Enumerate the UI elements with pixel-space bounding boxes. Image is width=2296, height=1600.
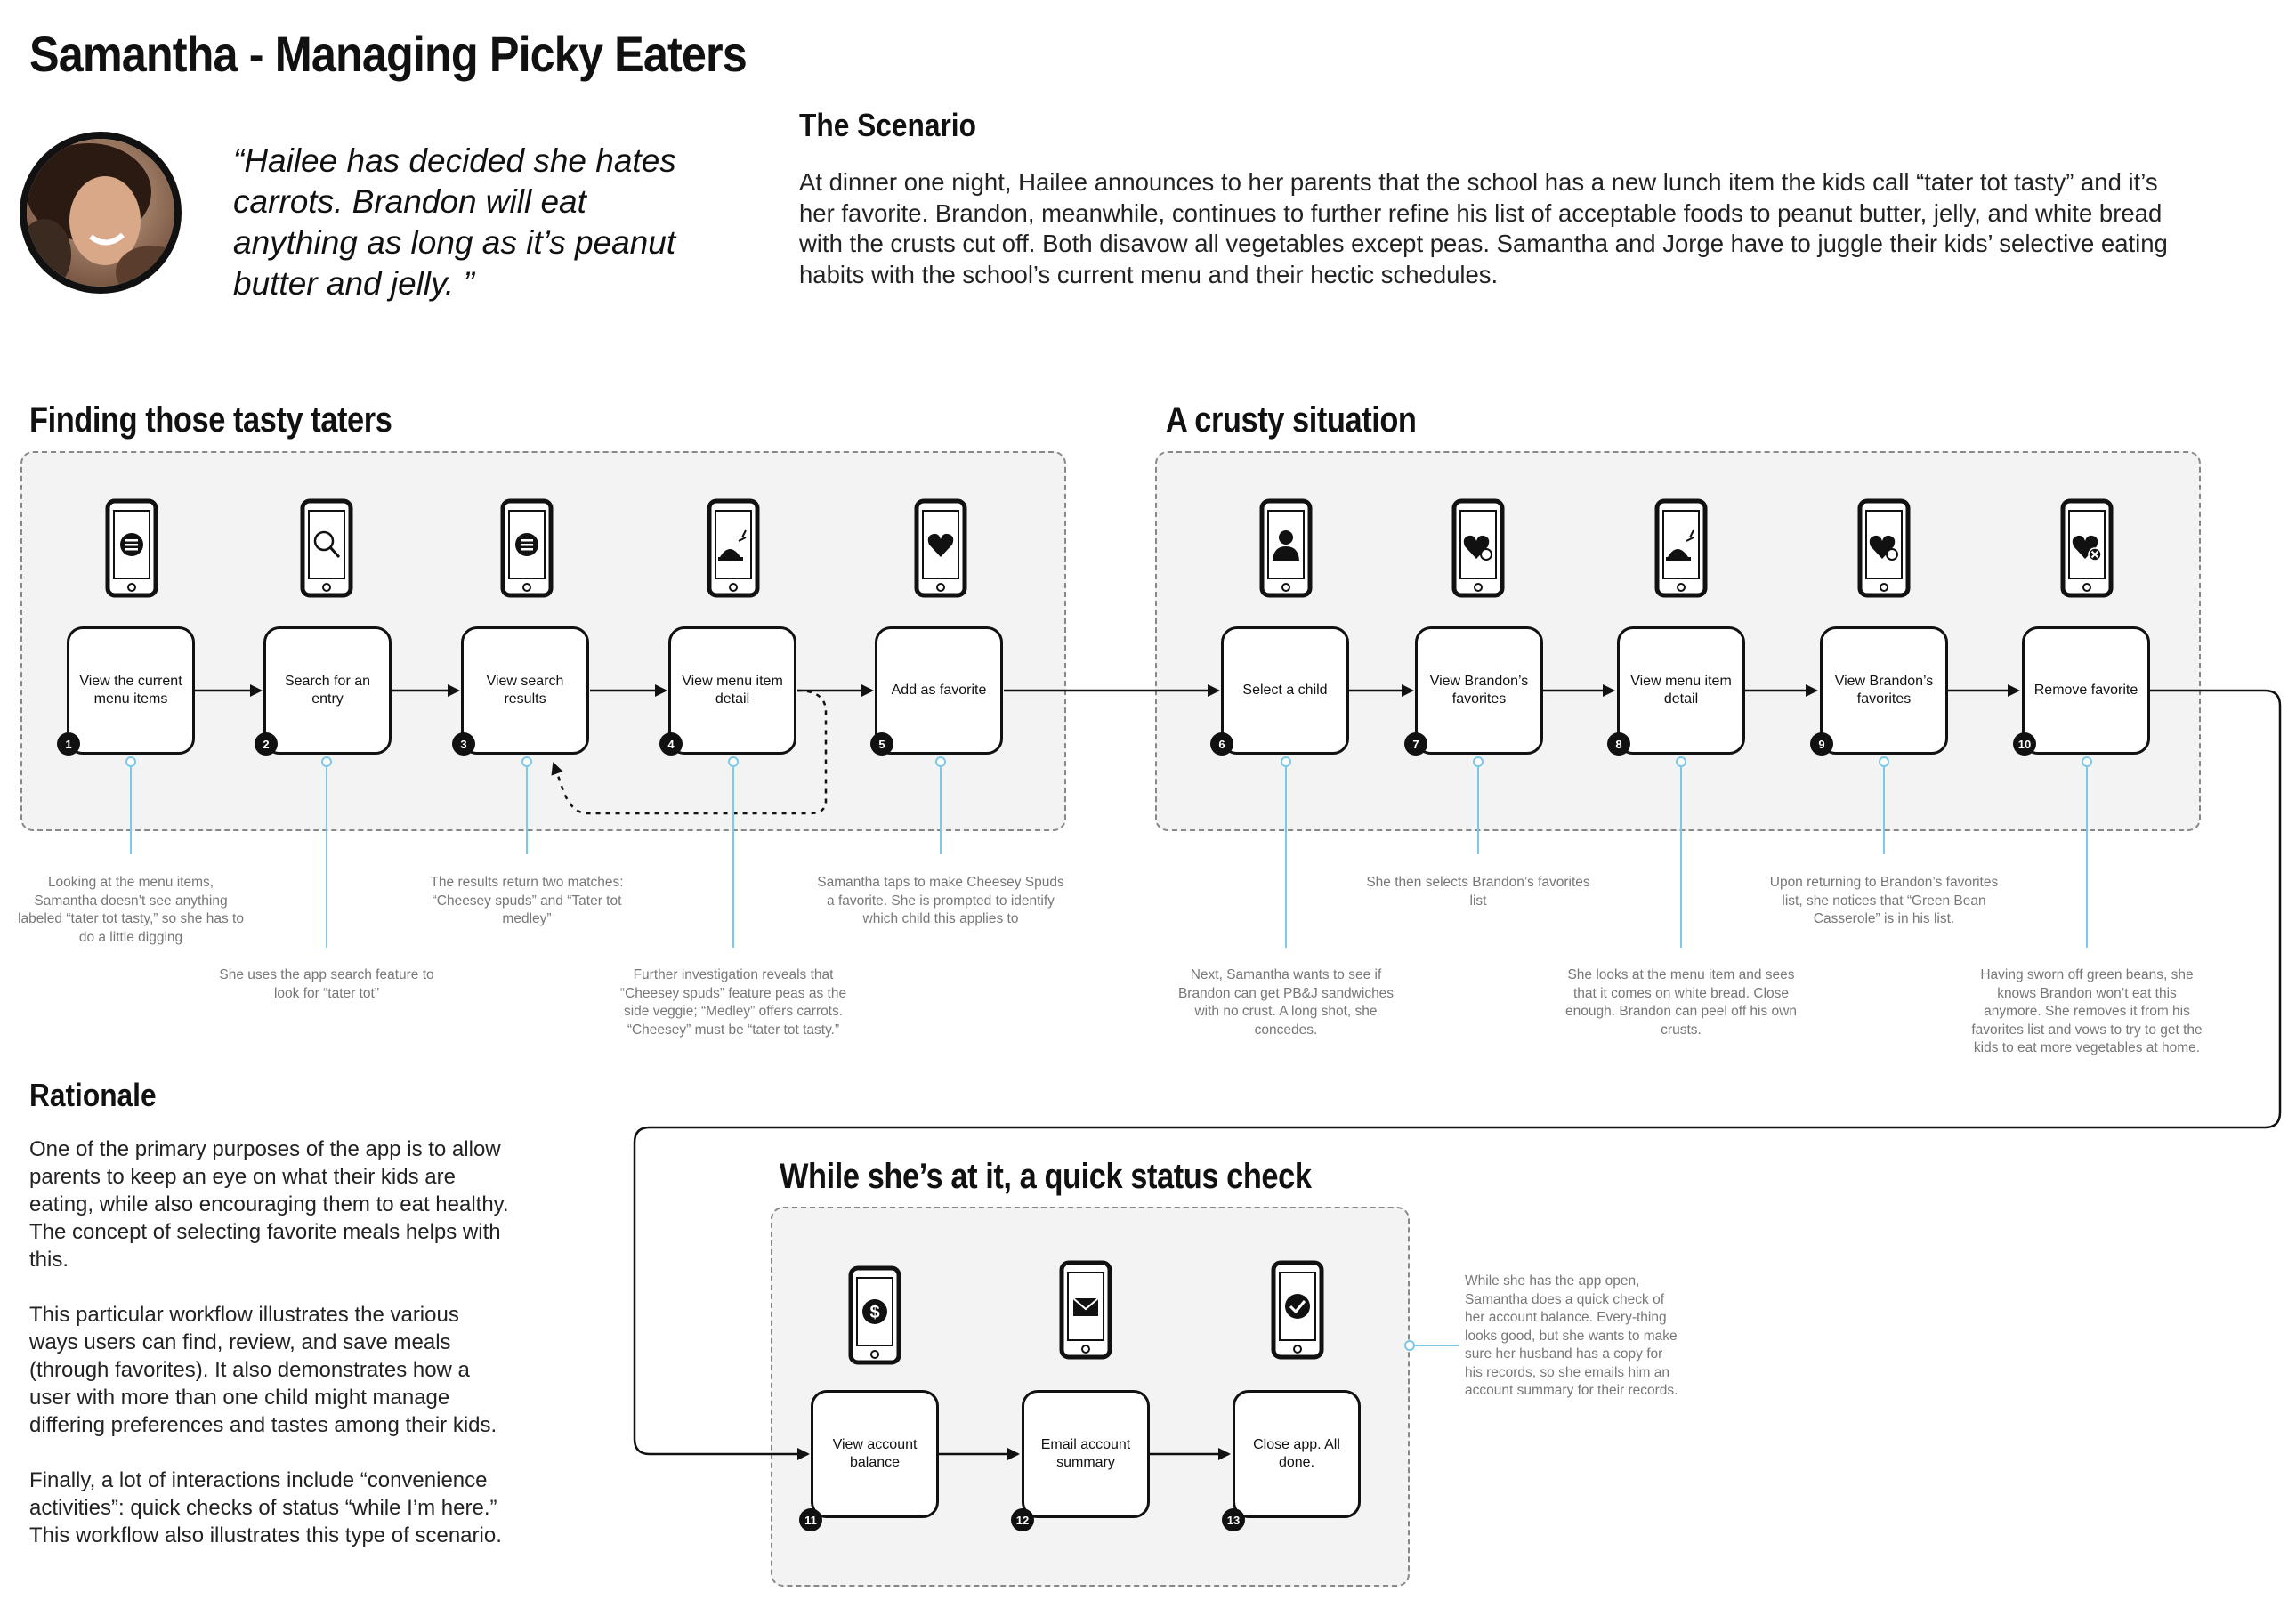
- phone-envelope-icon: [1059, 1260, 1112, 1360]
- scenario-heading: The Scenario: [799, 107, 976, 143]
- section-heading-finding: Finding those tasty taters: [29, 400, 392, 440]
- step-number-badge: 9: [1810, 732, 1833, 756]
- phone-favorites-list-icon: [1451, 498, 1505, 598]
- step-number-badge: 1: [57, 732, 80, 756]
- step-annotation: She then selects Brandon’s favorites lis…: [1366, 875, 1590, 909]
- step-box[interactable]: View Brandon’s favorites: [1820, 626, 1948, 755]
- rationale-paragraph: Finally, a lot of interactions include “…: [29, 1468, 502, 1547]
- step-label: View menu item detail: [682, 674, 783, 707]
- step-number-badge: 13: [1222, 1508, 1245, 1531]
- step-label: Add as favorite: [891, 683, 987, 698]
- step-box[interactable]: View the current menu items: [67, 626, 195, 755]
- rationale-paragraph: One of the primary purposes of the app i…: [29, 1137, 509, 1272]
- step-annotation: She looks at the menu item and sees that…: [1565, 967, 1797, 1038]
- step-number-badge: 12: [1011, 1508, 1034, 1531]
- step-label: View search results: [486, 674, 564, 707]
- step-label: View Brandon’s favorites: [1429, 674, 1529, 707]
- step-label: View Brandon’s favorites: [1834, 674, 1934, 707]
- step-number-badge: 6: [1210, 732, 1233, 756]
- step-annotation: The results return two matches: “Cheesey…: [430, 875, 624, 926]
- rationale-paragraph: This particular workflow illustrates the…: [29, 1303, 497, 1437]
- step-number-badge: 8: [1607, 732, 1630, 756]
- loop-back-arrow: [551, 689, 828, 815]
- annotation-pointers: [130, 765, 2088, 1346]
- phone-heart-icon: [914, 498, 967, 598]
- phone-remove-favorite-icon: [2060, 498, 2114, 598]
- step-box[interactable]: Email account summary: [1022, 1390, 1150, 1518]
- step-box[interactable]: Add as favorite: [875, 626, 1003, 755]
- phone-meal-detail-icon: [707, 498, 760, 598]
- step-number-badge: 2: [255, 732, 278, 756]
- step-label: View account balance: [832, 1437, 918, 1470]
- phone-search-icon: [300, 498, 353, 598]
- scenario-text: At dinner one night, Hailee announces to…: [799, 168, 2168, 288]
- step-annotation: Next, Samantha wants to see if Brandon c…: [1177, 967, 1395, 1038]
- step-number-badge: 3: [452, 732, 475, 756]
- step-label: Close app. All done.: [1253, 1437, 1340, 1470]
- phone-menu-list-icon: [105, 498, 158, 598]
- step-number-badge: 11: [799, 1508, 822, 1531]
- step-box[interactable]: View search results: [461, 626, 589, 755]
- step-box[interactable]: Remove favorite: [2022, 626, 2150, 755]
- status-annotation: While she has the app open, Samantha doe…: [1465, 1273, 1678, 1398]
- step-box[interactable]: Search for an entry: [263, 626, 392, 755]
- step-label: Email account summary: [1040, 1437, 1131, 1470]
- step-annotation: She uses the app search feature to look …: [219, 967, 434, 1001]
- step-box[interactable]: View menu item detail: [1617, 626, 1745, 755]
- step-label: View the current menu items: [79, 674, 182, 707]
- section-heading-status: While she’s at it, a quick status check: [780, 1157, 1312, 1196]
- step-number-badge: 4: [659, 732, 683, 756]
- phone-menu-list-icon: [500, 498, 554, 598]
- connector-10-to-11: [633, 689, 2282, 1460]
- step-annotation: Samantha taps to make Cheesey Spuds a fa…: [817, 875, 1064, 926]
- persona-quote: “Hailee has decided she hates carrots. B…: [233, 142, 676, 302]
- phone-meal-detail-icon: [1654, 498, 1708, 598]
- step-box[interactable]: View account balance: [811, 1390, 939, 1518]
- step-number-badge: 10: [2013, 732, 2036, 756]
- step-label: View menu item detail: [1630, 674, 1732, 707]
- step-number-badge: 5: [870, 732, 893, 756]
- phone-child-profile-icon: [1259, 498, 1313, 598]
- step-label: Select a child: [1242, 683, 1328, 698]
- persona-avatar: [20, 132, 182, 294]
- phone-dollar-icon: $: [848, 1265, 901, 1365]
- svg-text:$: $: [869, 1303, 879, 1322]
- step-annotation: Further investigation reveals that “Chee…: [619, 967, 847, 1038]
- step-label: Search for an entry: [284, 674, 371, 707]
- page-title: Samantha - Managing Picky Eaters: [29, 26, 748, 82]
- step-box[interactable]: View Brandon’s favorites: [1415, 626, 1543, 755]
- phone-checkmark-icon: [1271, 1260, 1324, 1360]
- step-box[interactable]: Select a child: [1221, 626, 1349, 755]
- step-annotation: Having sworn off green beans, she knows …: [1971, 967, 2203, 1055]
- phone-favorites-list-icon: [1857, 498, 1911, 598]
- step-annotation: Upon returning to Brandon’s favorites li…: [1769, 875, 1999, 926]
- rationale-heading: Rationale: [29, 1077, 157, 1113]
- step-annotation: Looking at the menu items, Samantha does…: [18, 875, 244, 945]
- step-box[interactable]: View menu item detail: [668, 626, 796, 755]
- persona-photo: [27, 139, 174, 287]
- step-number-badge: 7: [1404, 732, 1427, 756]
- section-heading-crusty: A crusty situation: [1166, 400, 1417, 440]
- step-box[interactable]: Close app. All done.: [1233, 1390, 1361, 1518]
- step-label: Remove favorite: [2033, 683, 2138, 698]
